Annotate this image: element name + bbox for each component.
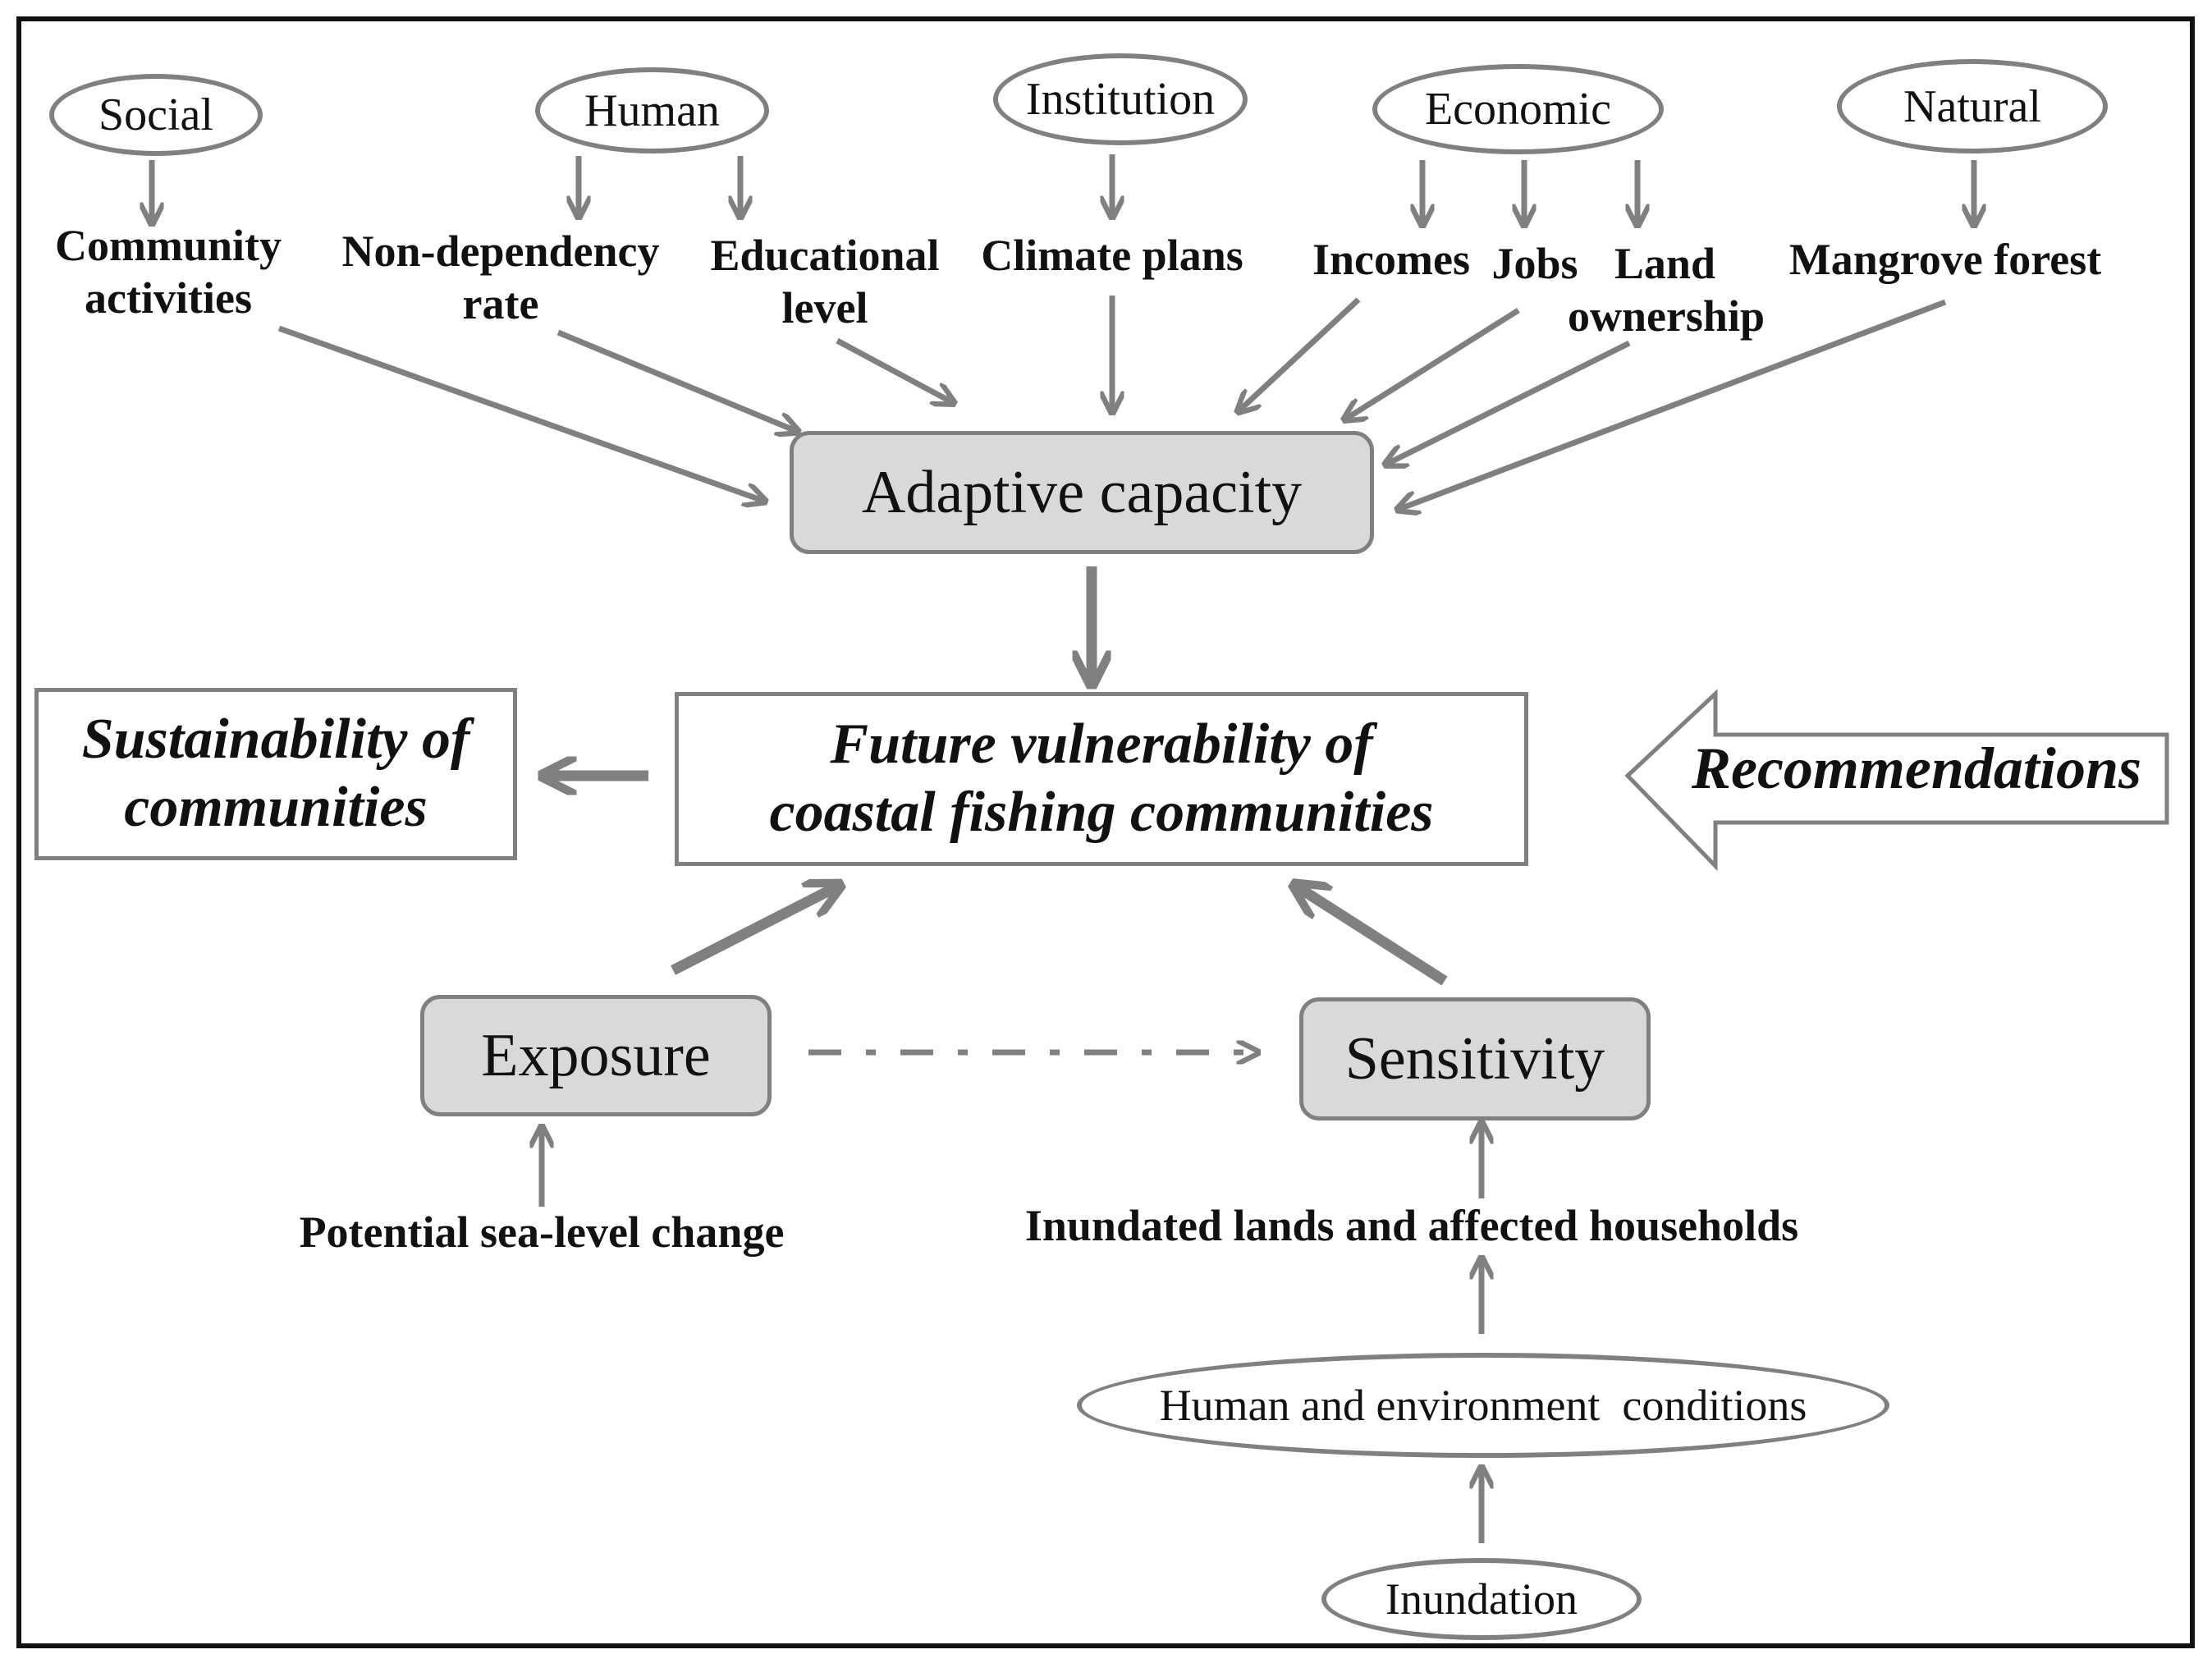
- arrow-educational-to-adaptive: [836, 337, 952, 402]
- arrow-incomes-to-adaptive: [1239, 297, 1361, 410]
- oval-economic: Economic: [1372, 64, 1664, 154]
- oval-economic-label: Economic: [1424, 84, 1612, 135]
- label-community-activities: Community activities: [54, 221, 282, 323]
- box-future-vulnerability: Future vulnerability of coastal fishing …: [675, 692, 1528, 866]
- arrow-exposure-to-vulnerability: [671, 887, 837, 975]
- arrow-nondependency-to-adaptive: [556, 329, 796, 431]
- arrow-jobs-to-adaptive: [1346, 308, 1520, 419]
- recommendations-arrow-shape: [1624, 689, 2169, 872]
- arrow-land-to-adaptive: [1387, 340, 1631, 464]
- label-recommendations: Recommendations: [1691, 735, 2141, 801]
- oval-human-environment-conditions: Human and environment conditions: [1077, 1353, 1889, 1458]
- label-land-ownership: Land ownership: [1567, 239, 1765, 341]
- oval-social: Social: [49, 74, 263, 156]
- outer-frame: [16, 16, 2195, 1648]
- label-potential-sea-level-change: Potential sea-level change: [299, 1207, 785, 1257]
- label-educational-level: Educational level: [710, 231, 940, 332]
- box-adaptive-capacity: Adaptive capacity: [790, 431, 1374, 554]
- oval-human: Human: [535, 67, 769, 154]
- oval-human-label: Human: [584, 85, 720, 136]
- label-inundated-lands: Inundated lands and affected households: [1024, 1201, 1799, 1250]
- label-climate-plans: Climate plans: [981, 231, 1243, 280]
- label-non-dependency-rate: Non-dependency rate: [341, 227, 660, 328]
- arrow-mangrove-to-adaptive: [1399, 299, 1947, 509]
- box-sensitivity: Sensitivity: [1299, 997, 1651, 1120]
- oval-social-label: Social: [98, 89, 213, 140]
- box-sustainability: Sustainability of communities: [34, 688, 517, 860]
- arrow-sensitivity-to-vulnerability: [1297, 887, 1448, 986]
- box-exposure: Exposure: [420, 995, 772, 1116]
- oval-institution-label: Institution: [1025, 74, 1216, 125]
- label-jobs: Jobs: [1491, 239, 1578, 288]
- arrow-community-to-adaptive: [277, 325, 763, 501]
- oval-inundation: Inundation: [1321, 1558, 1642, 1640]
- oval-natural-label: Natural: [1903, 80, 2041, 132]
- label-mangrove-forest: Mangrove forest: [1788, 235, 2102, 284]
- label-incomes: Incomes: [1312, 235, 1470, 284]
- oval-institution: Institution: [993, 53, 1248, 145]
- oval-natural: Natural: [1837, 59, 2108, 154]
